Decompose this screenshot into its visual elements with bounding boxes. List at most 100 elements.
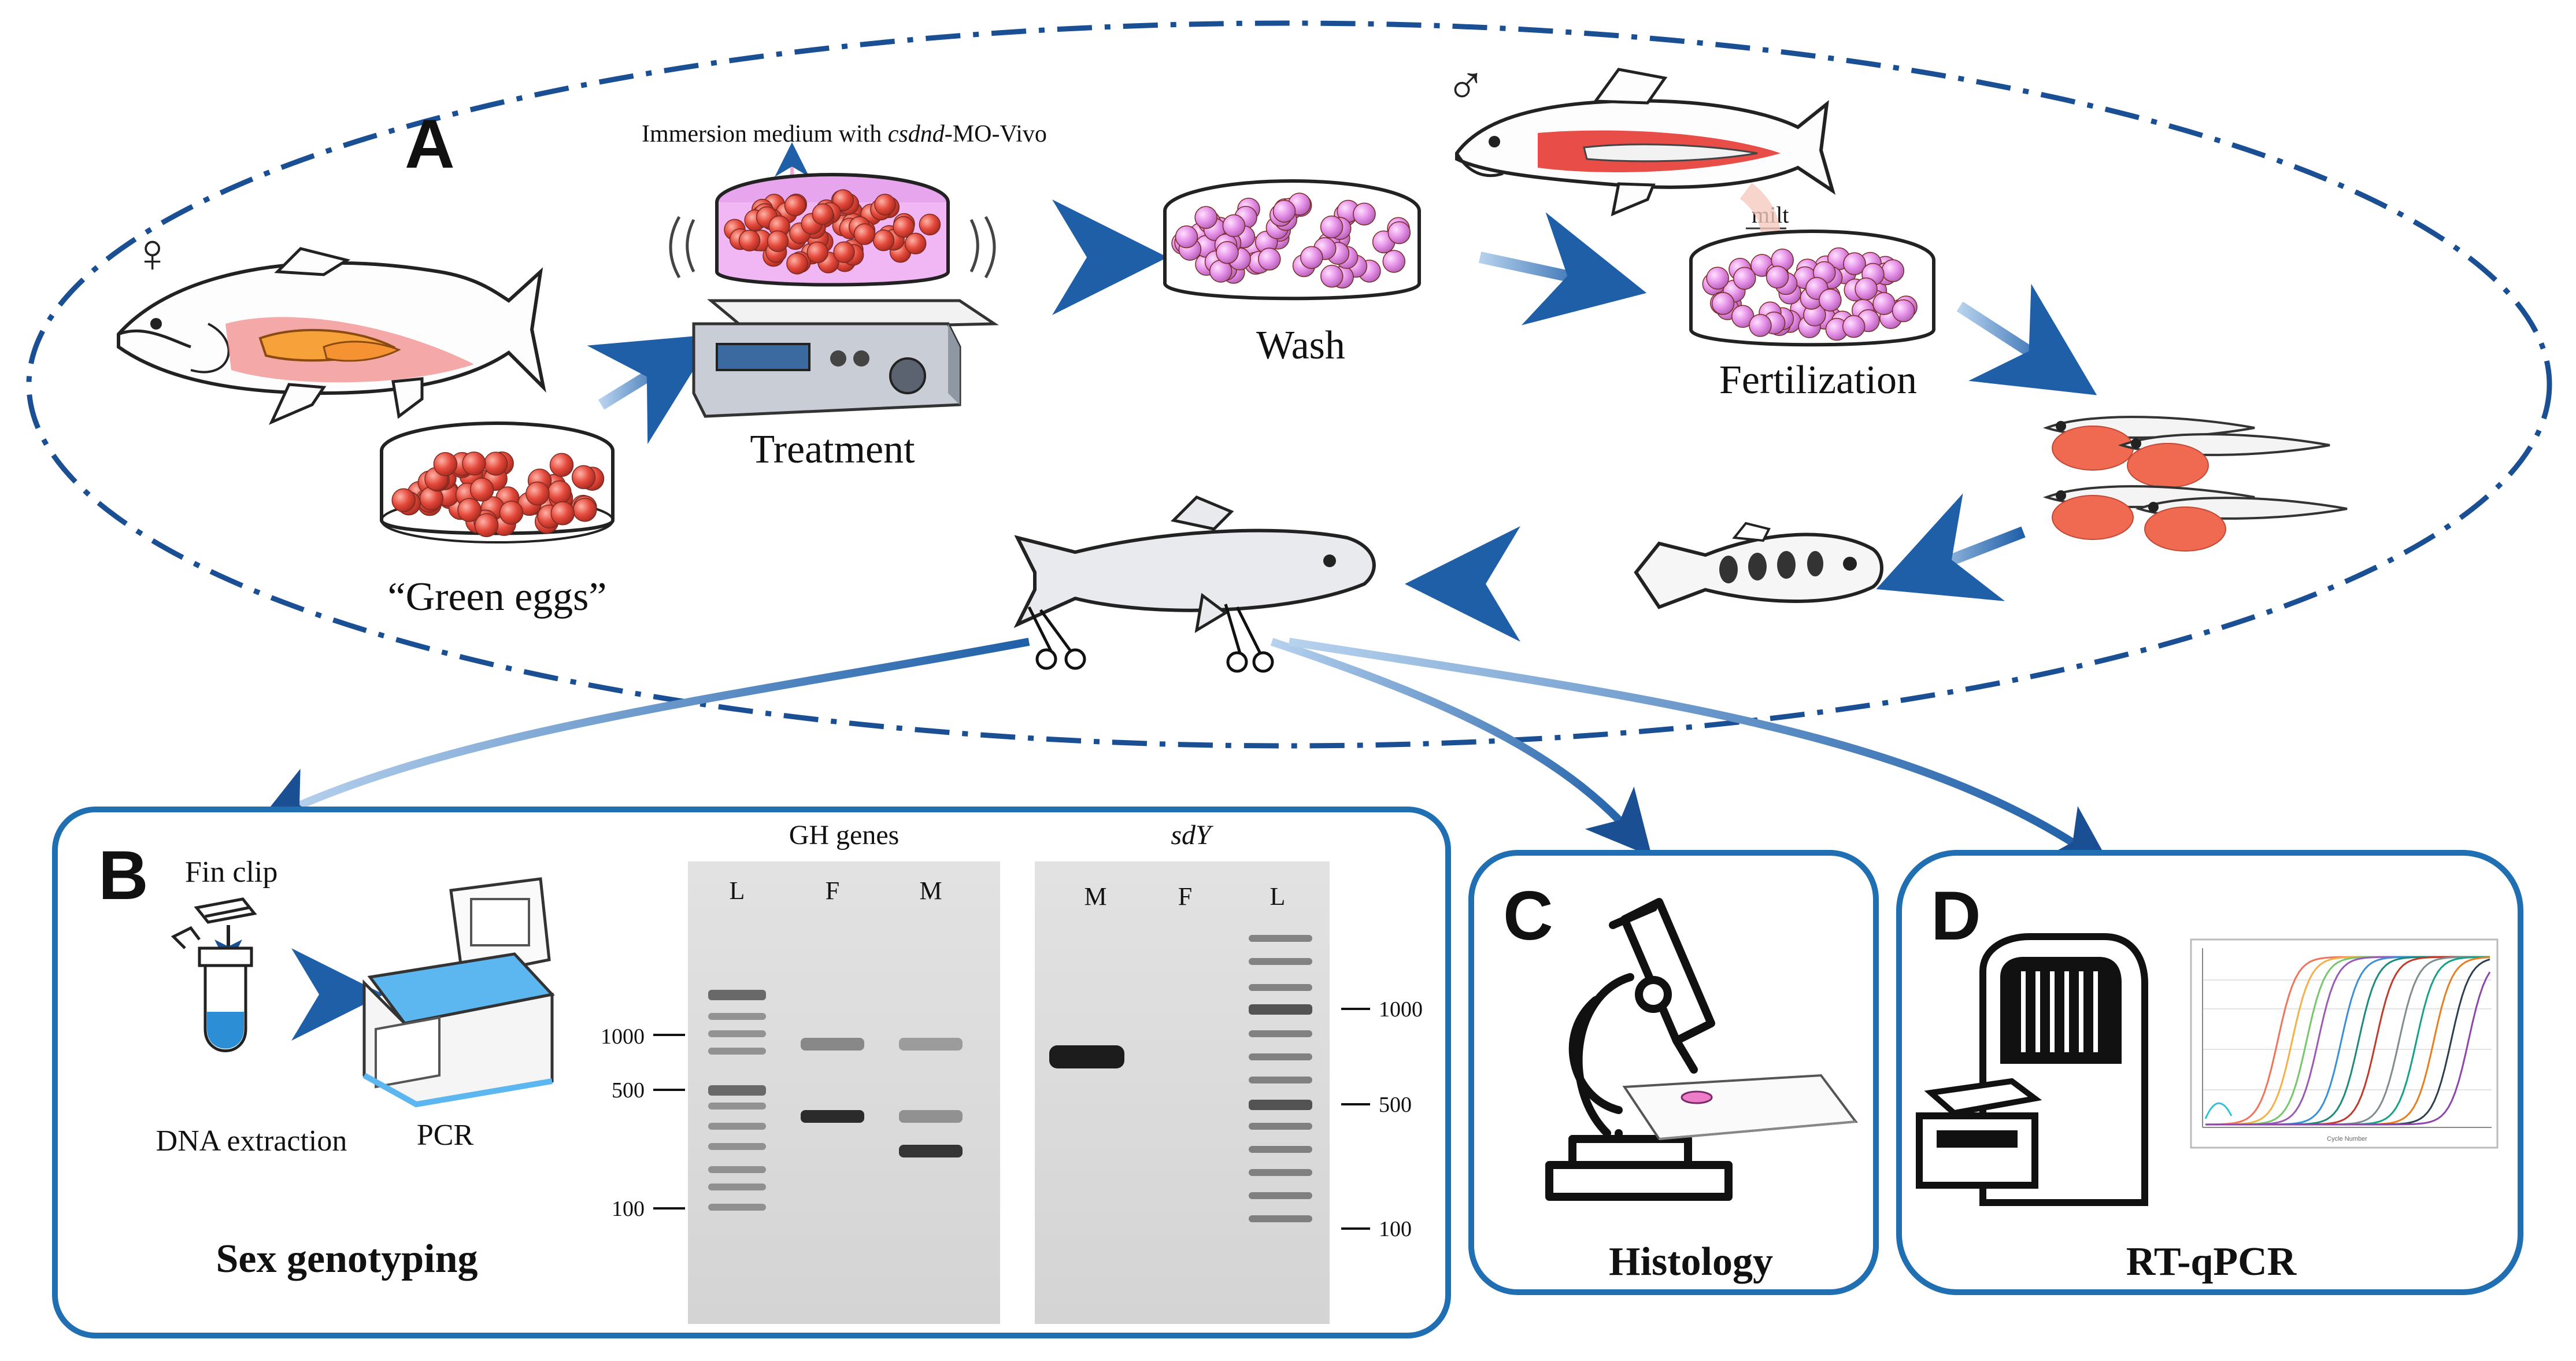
ladder-band	[708, 1013, 766, 1020]
ladder-band	[708, 1030, 766, 1037]
treatment-shaker: Immersion medium with csdnd-MO-Vivo Trea…	[642, 121, 1047, 472]
ladder-band	[708, 1184, 766, 1190]
ladder-band	[1249, 1077, 1312, 1083]
ladder-band	[708, 1123, 766, 1130]
gel-gh-title: GH genes	[789, 820, 900, 850]
panel-a-boundary	[26, 20, 2552, 749]
egg	[919, 213, 941, 236]
panel-d-letter: D	[1931, 877, 1981, 955]
egg	[457, 498, 482, 522]
green-eggs-dish: “Green eggs”	[380, 421, 615, 619]
egg	[499, 500, 524, 525]
egg	[767, 230, 789, 252]
yolk-sac	[2052, 426, 2134, 471]
green-eggs-label: “Green eggs”	[388, 575, 607, 619]
sample-band	[899, 1110, 963, 1123]
egg	[1872, 292, 1896, 315]
wash-label: Wash	[1256, 323, 1345, 368]
egg	[1711, 292, 1735, 315]
egg	[904, 232, 927, 255]
arrow-to-panel-c	[1270, 638, 1652, 857]
qpcr-instrument-icon	[1916, 933, 2148, 1206]
microscope-icon	[1545, 898, 1733, 1201]
connector-arrows	[255, 638, 2113, 870]
ladder-band	[1249, 1030, 1312, 1037]
gel-gh-lane-3: M	[919, 876, 942, 905]
gel-gh-ladder-500: 500	[612, 1078, 645, 1103]
alevins	[2042, 416, 2348, 552]
ladder-band	[1249, 935, 1312, 942]
gel-sdy-lane-3: L	[1270, 882, 1286, 911]
egg	[1819, 289, 1842, 312]
parr-fish	[1634, 522, 1883, 609]
amplification-curve	[2204, 1102, 2233, 1119]
ladder-band	[1249, 1004, 1312, 1015]
gel-gh-lane-1: L	[730, 876, 745, 905]
egg	[1843, 252, 1866, 275]
egg	[738, 230, 761, 252]
arrow-larvae-to-fry	[1876, 493, 2026, 601]
scissors-icon	[1224, 604, 1274, 673]
yolk-sac	[2127, 443, 2209, 488]
arrow-wash-to-fertilization	[1478, 212, 1647, 326]
egg	[1766, 265, 1789, 289]
sample-band	[1049, 1045, 1124, 1068]
egg	[832, 189, 854, 211]
egg	[1733, 267, 1756, 290]
amplification-curve	[2205, 971, 2491, 1126]
panel-c-letter: C	[1503, 877, 1553, 955]
panel-d: D Cycle Number RT-qPCR	[1896, 850, 2523, 1295]
microcentrifuge-tube-icon	[171, 926, 253, 1052]
gel-sdy-ladder-100: 100	[1379, 1217, 1412, 1241]
egg	[806, 241, 828, 264]
gel-sdy-title: sdY	[1171, 820, 1213, 850]
alevin-eye	[2056, 421, 2066, 431]
gel-sdy: sdY M F L 1000 500 100	[1035, 820, 1423, 1324]
ladder-band	[1249, 1192, 1312, 1199]
wash-dish: Wash	[1163, 179, 1421, 368]
egg	[1881, 259, 1905, 282]
arrow-to-panel-d	[1288, 638, 2113, 870]
ladder-band	[708, 1166, 766, 1173]
egg	[1320, 215, 1343, 239]
ladder-band	[708, 1048, 766, 1055]
ladder-band	[1249, 1215, 1312, 1222]
panel-b-letter: B	[98, 837, 149, 914]
gel-sdy-ladder-500: 500	[1379, 1093, 1412, 1117]
microscope-slide-icon	[1622, 1074, 1858, 1141]
egg	[812, 203, 834, 225]
egg	[1320, 265, 1343, 288]
panel-c: C Histology	[1468, 850, 1879, 1295]
egg	[571, 465, 596, 490]
egg	[1216, 241, 1239, 264]
egg	[1272, 199, 1296, 223]
egg	[1387, 221, 1411, 245]
arrow-to-panel-b	[255, 638, 1030, 828]
egg	[1892, 299, 1915, 323]
egg	[391, 488, 416, 512]
egg	[1706, 267, 1729, 290]
ladder-band	[1249, 1053, 1312, 1060]
gel-gh-ladder-1000: 1000	[601, 1025, 645, 1049]
chart-axis-label: Cycle Number	[2327, 1136, 2367, 1142]
male-symbol: ♂	[1445, 55, 1486, 116]
egg	[1382, 250, 1406, 273]
gel-sdy-lane-2: F	[1178, 882, 1192, 911]
yolk-sac	[2052, 495, 2134, 540]
panel-b: B Fin clip DNA extraction PCR Sex genoty…	[52, 807, 1451, 1338]
ladder-band	[708, 990, 766, 1000]
egg	[474, 513, 499, 538]
yolk-sac	[2144, 506, 2226, 552]
fertilization-dish: Fertilization	[1689, 230, 1935, 402]
egg	[1855, 278, 1878, 301]
egg	[462, 451, 486, 476]
female-salmon: ♀	[117, 223, 546, 425]
sample-band	[899, 1145, 963, 1157]
fin-clip-label: Fin clip	[185, 856, 277, 889]
sample-band	[801, 1038, 864, 1051]
fertilization-label: Fertilization	[1719, 358, 1917, 402]
ladder-band	[1249, 984, 1312, 991]
ladder-band	[708, 1103, 766, 1109]
arrow-eggs-to-treatment	[587, 334, 716, 445]
ladder-band	[1249, 1123, 1312, 1130]
